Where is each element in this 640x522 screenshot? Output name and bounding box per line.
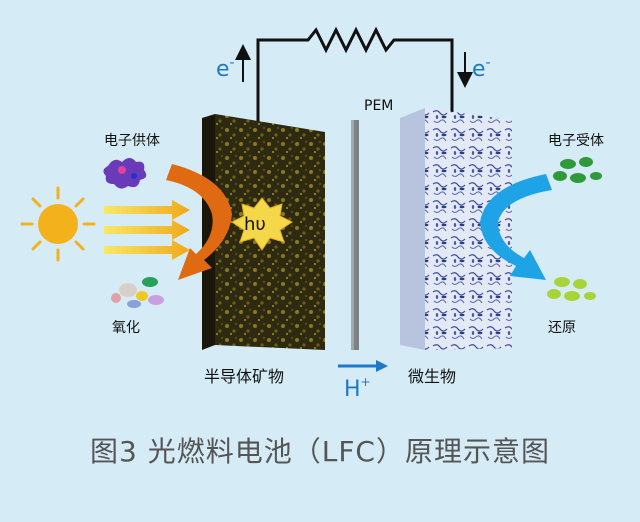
acceptor-label: 电子受体 xyxy=(548,133,604,149)
membrane xyxy=(351,120,359,350)
microbe-panel xyxy=(425,108,512,350)
colored-stones-icon xyxy=(111,277,164,308)
donor-label: 电子供体 xyxy=(104,133,160,149)
pem-label: PEM xyxy=(364,98,393,114)
reduced-pellets-icon xyxy=(547,277,596,301)
figure-caption: 图3 光燃料电池（LFC）原理示意图 xyxy=(90,435,550,468)
microbe-label: 微生物 xyxy=(408,367,456,386)
electron-label-left: e- xyxy=(216,55,235,82)
proton-label: H+ xyxy=(344,375,371,402)
reduction-label: 还原 xyxy=(548,320,576,336)
donor-blob-icon xyxy=(103,158,147,189)
microbe-panel-side xyxy=(400,108,425,350)
green-pellets-icon xyxy=(553,157,602,183)
circuit-wire xyxy=(256,26,454,128)
donor-flow-arrow xyxy=(166,164,232,280)
oxidation-label: 氧化 xyxy=(112,320,140,336)
electron-label-right: e- xyxy=(472,55,491,82)
photon-burst xyxy=(231,197,293,251)
mineral-panel-side xyxy=(202,114,215,350)
semiconductor-label: 半导体矿物 xyxy=(204,367,284,386)
light-arrows xyxy=(104,200,190,260)
sun-icon xyxy=(20,186,96,262)
hv-label: hυ xyxy=(244,214,266,235)
acceptor-flow-arrow xyxy=(480,174,552,280)
